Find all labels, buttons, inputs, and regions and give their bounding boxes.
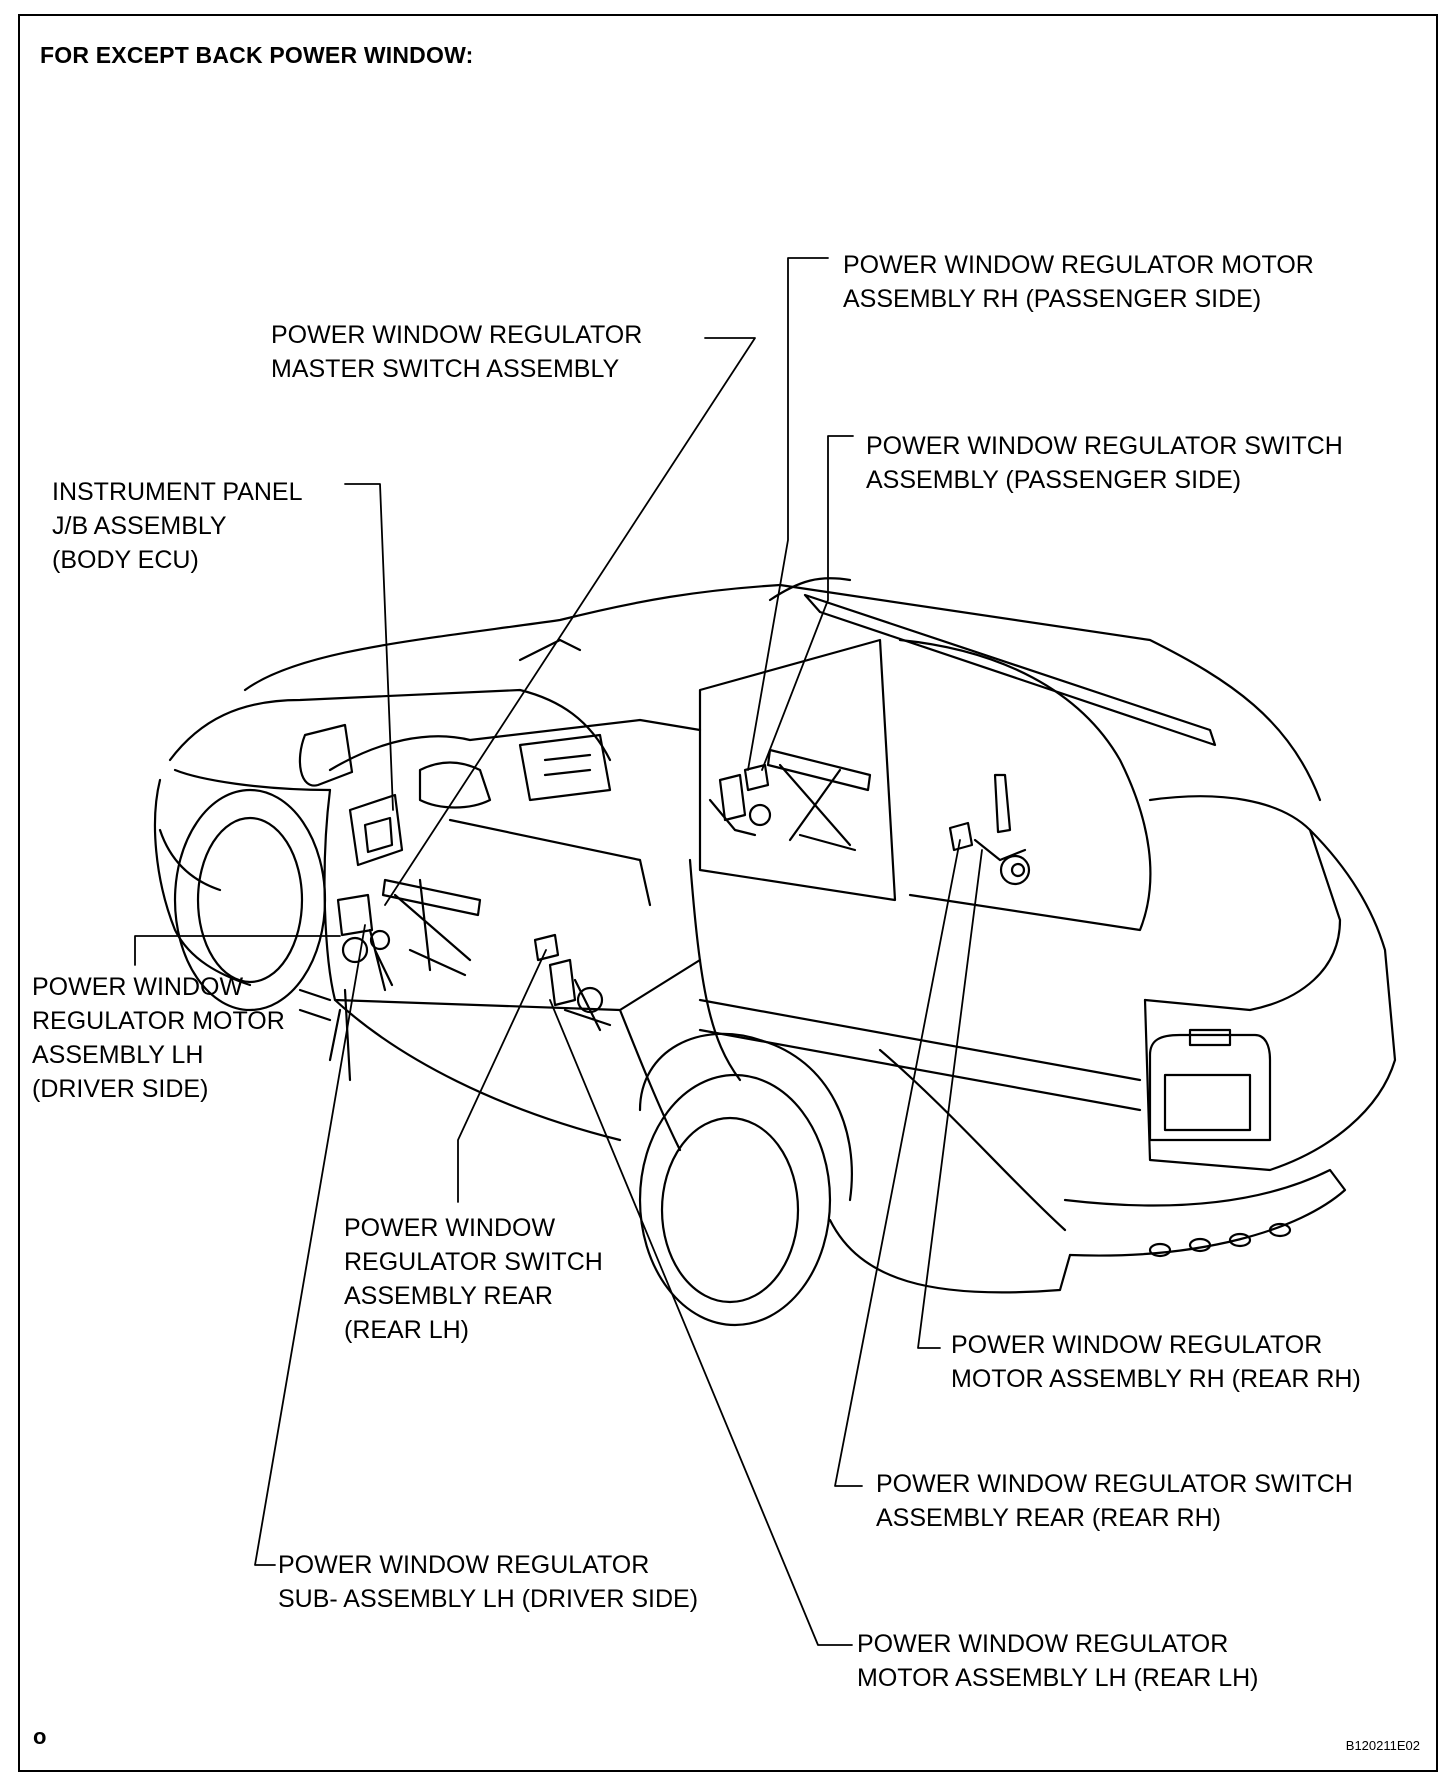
leader-motor-rh-rear <box>917 849 983 1349</box>
label-motor-rh-passenger: POWER WINDOW REGULATOR MOTOR ASSEMBLY RH… <box>843 251 1314 313</box>
leader-switch-passenger <box>761 435 854 771</box>
body-ecu-unit <box>348 793 404 867</box>
label-switch-rear-lh: POWER WINDOW REGULATOR SWITCH ASSEMBLY R… <box>344 1214 603 1344</box>
label-switch-passenger: POWER WINDOW REGULATOR SWITCH ASSEMBLY (… <box>866 432 1343 494</box>
figure-code: B120211E02 <box>1345 1738 1420 1753</box>
leader-motor-lh-rear <box>549 999 853 1646</box>
leader-sub-assembly-lh <box>254 924 366 1566</box>
leader-lines <box>134 257 983 1646</box>
diagram-title: FOR EXCEPT BACK POWER WINDOW: <box>40 42 474 68</box>
leader-motor-lh-driver <box>134 935 341 966</box>
label-motor-rh-rear: POWER WINDOW REGULATOR MOTOR ASSEMBLY RH… <box>951 1331 1361 1393</box>
vehicle-body <box>153 577 1397 1327</box>
leader-instrument-panel <box>344 483 394 811</box>
label-switch-rear-rh: POWER WINDOW REGULATOR SWITCH ASSEMBLY R… <box>876 1470 1353 1532</box>
label-master-switch: POWER WINDOW REGULATOR MASTER SWITCH ASS… <box>271 321 643 383</box>
leader-motor-rh-passenger <box>747 257 829 771</box>
label-motor-lh-driver: POWER WINDOW REGULATOR MOTOR ASSEMBLY LH… <box>32 973 285 1103</box>
passenger-regulator <box>766 748 872 852</box>
corner-mark: o <box>33 1724 47 1749</box>
driver-regulator-sub-assembly <box>368 878 482 992</box>
passenger-motor-assembly <box>708 763 772 837</box>
label-motor-lh-rear: POWER WINDOW REGULATOR MOTOR ASSEMBLY LH… <box>857 1630 1259 1692</box>
rear-rh-motor-assembly <box>948 773 1031 886</box>
rear-lh-motor-assembly <box>533 933 612 1032</box>
diagram-frame <box>18 14 1438 1772</box>
driver-motor-assembly <box>336 893 391 964</box>
leader-switch-rear-lh <box>457 949 547 1203</box>
leader-switch-rear-rh <box>834 839 961 1487</box>
label-sub-assembly-lh: POWER WINDOW REGULATOR SUB- ASSEMBLY LH … <box>278 1551 699 1613</box>
leader-master-switch <box>384 337 756 906</box>
label-instrument-panel-jb: INSTRUMENT PANEL J/B ASSEMBLY (BODY ECU) <box>52 478 303 574</box>
